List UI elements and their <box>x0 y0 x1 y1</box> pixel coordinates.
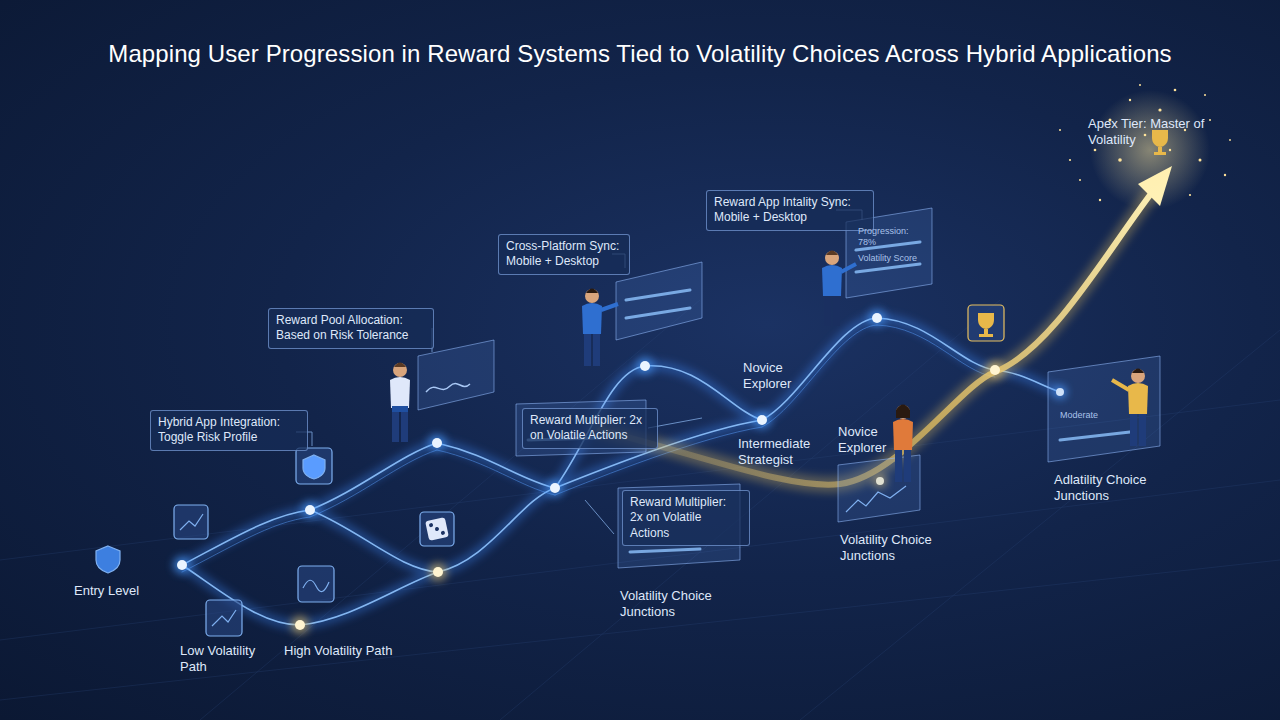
callout-box: Hybrid App Integration: Toggle Risk Prof… <box>150 410 308 451</box>
entry-label: Entry Level <box>74 583 139 599</box>
callout-box: Cross-Platform Sync: Mobile + Desktop <box>498 234 630 275</box>
callout-box: Reward Multiplier: 2x on Volatile Action… <box>622 490 750 546</box>
panel-text: Moderate <box>1060 410 1098 421</box>
path-label: Low Volatility Path <box>180 643 270 676</box>
tier-label: Intermediate Strategist <box>738 436 828 469</box>
tier-label: Apex Tier: Master of Volatility <box>1088 116 1218 149</box>
callout-box: Reward App Intality Sync: Mobile + Deskt… <box>706 190 874 231</box>
junction-label: Volatility Choice Junctions <box>620 588 730 621</box>
tier-label: Novice Explorer <box>838 424 902 457</box>
callout-box: Reward Pool Allocation: Based on Risk To… <box>268 308 434 349</box>
panel-text: Volatility Score <box>858 253 917 264</box>
path-label: High Volatility Path <box>284 643 392 659</box>
diagram-title: Mapping User Progression in Reward Syste… <box>0 40 1280 68</box>
callout-text: Reward Multiplier: 2x on Volatile Action… <box>630 495 742 541</box>
callout-box: Reward Multiplier: 2x on Volatile Action… <box>522 408 658 449</box>
tier-label: Novice Explorer <box>743 360 813 393</box>
panel-text: Progression: 78% <box>858 226 928 249</box>
junction-label: Adlatility Choice Junctions <box>1054 472 1164 505</box>
junction-label: Volatility Choice Junctions <box>840 532 950 565</box>
callout-text: Hybrid App Integration: Toggle Risk Prof… <box>158 415 300 446</box>
callout-text: Cross-Platform Sync: Mobile + Desktop <box>506 239 622 270</box>
callout-text: Reward Pool Allocation: Based on Risk To… <box>276 313 426 344</box>
callout-text: Reward App Intality Sync: Mobile + Deskt… <box>714 195 866 226</box>
callout-text: Reward Multiplier: 2x on Volatile Action… <box>530 413 650 444</box>
